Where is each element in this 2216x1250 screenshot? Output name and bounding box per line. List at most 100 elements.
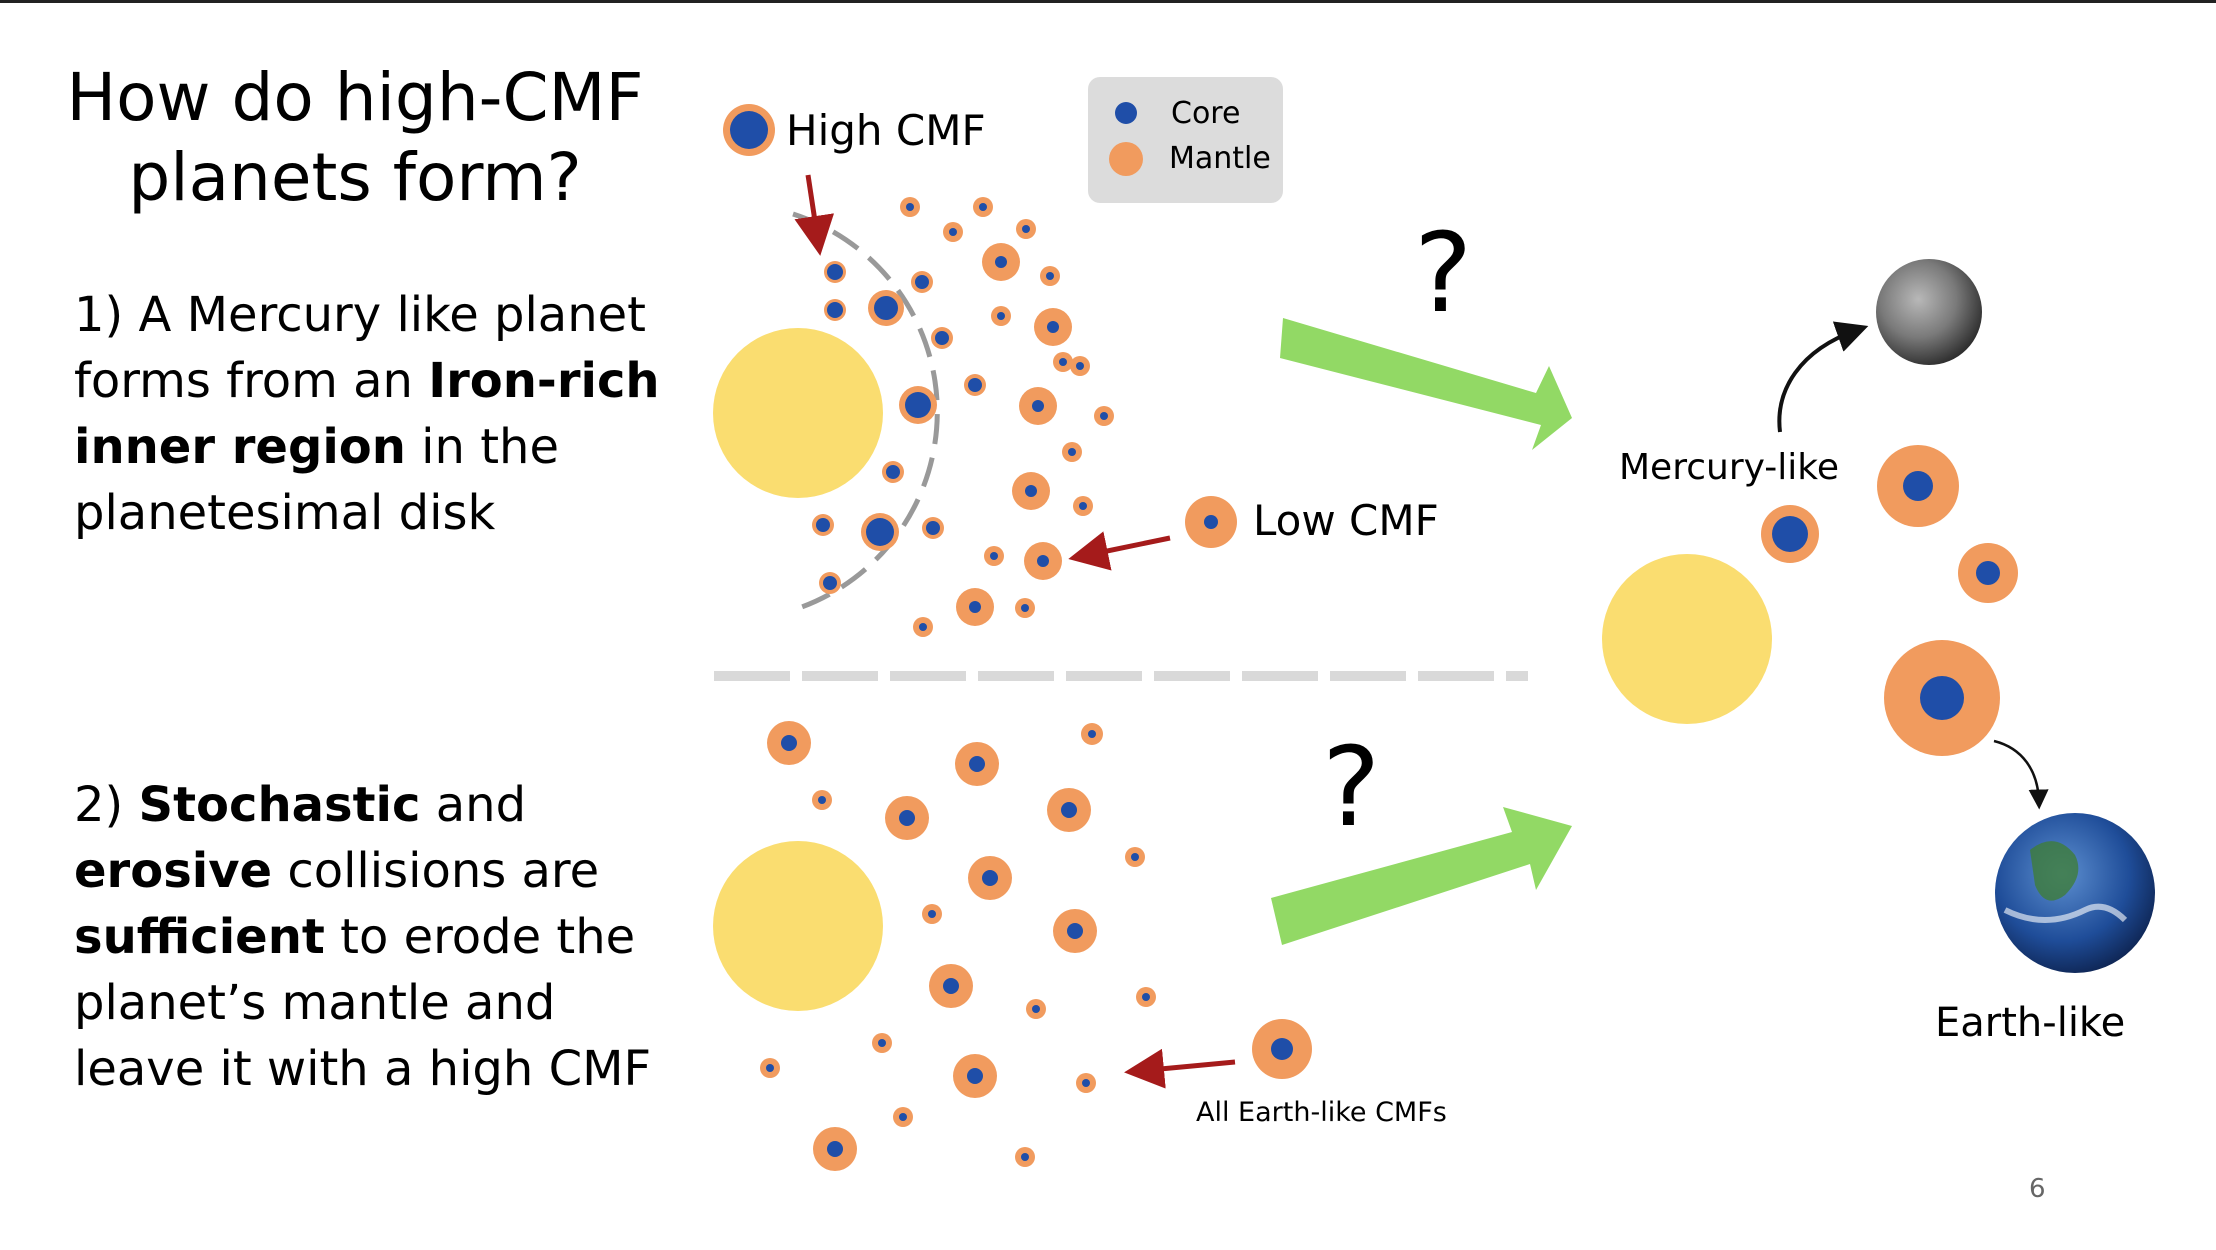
low-cmf-planetesimal-core xyxy=(1021,604,1029,612)
text-fragment: A Mercury like planet xyxy=(123,287,646,343)
mantle-legend-label: Mantle xyxy=(1169,141,1271,176)
earth-like-planetesimal-core xyxy=(982,870,998,886)
low-cmf-planetesimal-core xyxy=(1037,555,1049,567)
bottom-disk-planetesimals xyxy=(760,721,1156,1171)
text-fragment: 2) xyxy=(74,777,124,833)
high-cmf-icon-core xyxy=(730,111,768,149)
low-cmf-planetesimal-core xyxy=(949,228,957,236)
earth-like-planetesimal-core xyxy=(969,756,985,772)
star-right xyxy=(1602,554,1772,724)
high-cmf-planetesimal-core xyxy=(816,518,830,532)
high-cmf-arrow xyxy=(794,174,835,256)
low-cmf-label: Low CMF xyxy=(1253,496,1439,545)
low-cmf-planetesimal-core xyxy=(1059,358,1067,366)
low-cmf-planetesimal-core xyxy=(1022,225,1030,233)
earth-like-planetesimal-core xyxy=(1082,1079,1090,1087)
low-cmf-planetesimal-core xyxy=(1068,448,1076,456)
text-fragment: planetesimal disk xyxy=(74,485,496,541)
earth-like-planetesimal-core xyxy=(899,1113,907,1121)
high-cmf-planetesimal-core xyxy=(926,521,940,535)
earth-image xyxy=(1995,813,2155,973)
page-number: 6 xyxy=(2029,1174,2046,1204)
low-cmf-planetesimal-core xyxy=(906,203,914,211)
text-fragment: planet’s mantle and xyxy=(74,975,556,1031)
text-line: 2) Stochastic and xyxy=(74,772,694,838)
emphasis-text: Iron-rich xyxy=(428,353,660,409)
emphasis-text: Stochastic xyxy=(138,777,421,833)
low-cmf-planetesimal-core xyxy=(1079,502,1087,510)
earth-like-planetesimal-core xyxy=(878,1039,886,1047)
outcome-planet-core xyxy=(1976,561,2000,585)
question-mark-bottom: ? xyxy=(1322,723,1381,851)
top-disk-planetesimals xyxy=(812,197,1114,637)
earth-like-planetesimal-core xyxy=(1142,993,1150,1001)
high-cmf-planetesimal-core xyxy=(827,302,843,318)
earth-land-shape xyxy=(2030,841,2079,901)
text-line: forms from an Iron-rich xyxy=(74,348,694,414)
low-cmf-planetesimal-core xyxy=(919,623,927,631)
text-fragment: and xyxy=(420,777,527,833)
earth-like-planetesimal-core xyxy=(1067,923,1083,939)
text-fragment: in the xyxy=(405,419,559,475)
earth-like-label: Earth-like xyxy=(1935,1000,2126,1046)
earth-cloud-shape xyxy=(2003,903,2128,923)
low-cmf-planetesimal-core xyxy=(1046,272,1054,280)
high-cmf-planetesimal-core xyxy=(823,576,837,590)
low-cmf-arrow xyxy=(1068,531,1171,571)
core-legend-label: Core xyxy=(1171,96,1241,131)
earth-like-planetesimal-core xyxy=(781,735,797,751)
low-cmf-planetesimal-core xyxy=(969,601,981,613)
text-line: leave it with a high CMF xyxy=(74,1036,694,1102)
question-mark-top: ? xyxy=(1414,209,1473,337)
text-line: planet’s mantle and xyxy=(74,970,694,1036)
earth-like-planetesimal-core xyxy=(818,796,826,804)
high-cmf-planetesimal-core xyxy=(968,378,982,392)
mercury-like-planet-core xyxy=(1772,516,1808,552)
star-bottom xyxy=(713,841,883,1011)
mantle-legend-swatch xyxy=(1109,142,1143,176)
core-legend-swatch xyxy=(1115,102,1137,124)
text-line: inner region in the xyxy=(74,414,694,480)
high-cmf-planetesimal-core xyxy=(915,275,929,289)
low-cmf-planetesimal-core xyxy=(1047,321,1059,333)
high-cmf-planetesimal-core xyxy=(905,392,931,418)
text-line: 1) A Mercury like planet xyxy=(74,282,694,348)
legend: Core Mantle xyxy=(1088,77,1283,203)
text-fragment: forms from an xyxy=(74,353,429,409)
text-fragment: 1) xyxy=(74,287,124,343)
low-cmf-planetesimal-core xyxy=(1076,362,1084,370)
earth-like-planetesimal-core xyxy=(1021,1153,1029,1161)
low-cmf-planetesimal-core xyxy=(1032,400,1044,412)
low-cmf-planetesimal-core xyxy=(1025,485,1037,497)
earth-like-icon-core xyxy=(1271,1038,1293,1060)
mercury-like-label: Mercury-like xyxy=(1619,447,1840,488)
to-mercury-arrow xyxy=(1777,321,1869,433)
outcome-planet-core xyxy=(1920,676,1964,720)
emphasis-text: erosive xyxy=(74,843,273,899)
mercury-image xyxy=(1876,259,1982,365)
green-arrow-bottom xyxy=(1271,807,1572,945)
text-fragment: leave it with a high CMF xyxy=(74,1041,652,1097)
outcome-planet-core xyxy=(1903,471,1933,501)
text-line: sufficient to erode the xyxy=(74,904,694,970)
earth-like-planetesimal-core xyxy=(1032,1005,1040,1013)
low-cmf-planetesimal-core xyxy=(995,256,1007,268)
emphasis-text: sufficient xyxy=(74,909,325,965)
earth-like-planetesimal-core xyxy=(928,910,936,918)
inner-region-boundary xyxy=(792,211,940,613)
all-earth-like-label: All Earth-like CMFs xyxy=(1196,1097,1447,1128)
text-line: erosive collisions are xyxy=(74,838,694,904)
emphasis-text: inner region xyxy=(74,419,406,475)
high-cmf-planetesimal-core xyxy=(935,331,949,345)
low-cmf-planetesimal-core xyxy=(990,552,998,560)
low-cmf-icon-core xyxy=(1204,515,1218,529)
earth-like-arrow xyxy=(1124,1048,1236,1089)
outcome-planets xyxy=(1761,445,2018,756)
green-arrow-top xyxy=(1280,318,1572,450)
low-cmf-planetesimal-core xyxy=(1100,412,1108,420)
high-cmf-planetesimal-core xyxy=(874,296,898,320)
earth-like-planetesimal-core xyxy=(1088,730,1096,738)
